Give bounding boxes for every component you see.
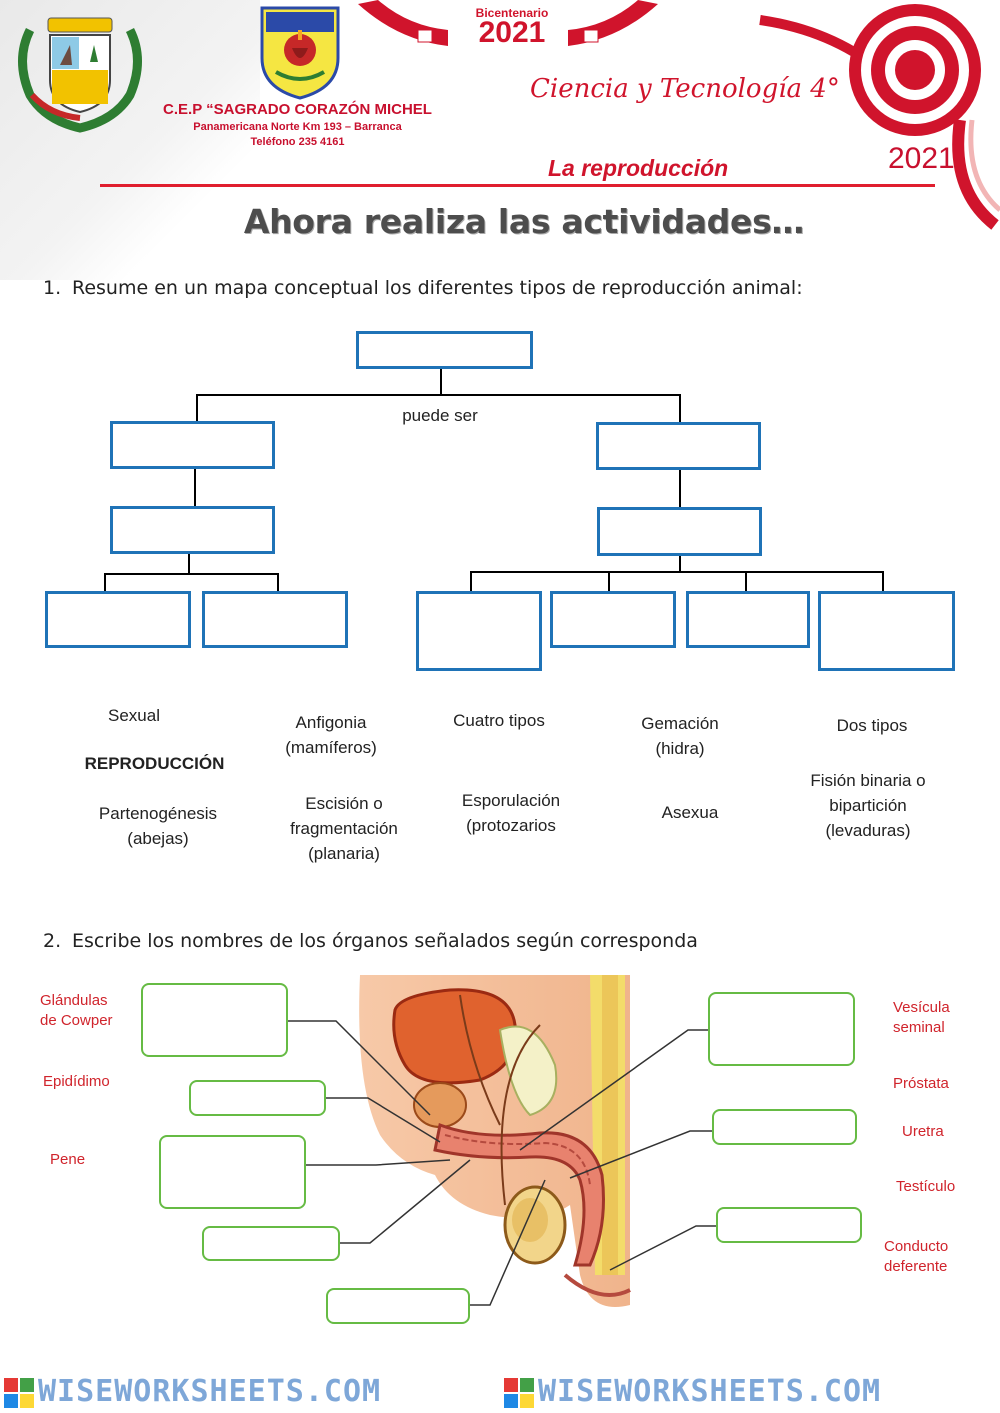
answer-box[interactable]	[141, 983, 288, 1057]
school-address: Panamericana Norte Km 193 – Barranca	[193, 121, 402, 133]
map-box-right-level1[interactable]	[596, 422, 761, 470]
word-bank-item: Anfigonia (mamíferos)	[285, 713, 377, 757]
question-2-text: Escribe los nombres de los órganos señal…	[72, 930, 698, 952]
word-bank-item: Cuatro tipos	[453, 711, 545, 730]
map-box-right-leaf-1[interactable]	[416, 591, 542, 671]
map-box-left-level1[interactable]	[110, 421, 275, 469]
map-line	[470, 571, 472, 591]
word-bank-item: Esporulación (protozarios	[461, 791, 561, 835]
word-bank-item: Partenogénesis (abejas)	[98, 804, 218, 848]
map-line	[608, 571, 610, 591]
word-bank-item: Asexua	[661, 803, 719, 822]
map-box-left-leaf-1[interactable]	[45, 591, 191, 648]
coat-of-arms-icon	[18, 17, 142, 133]
map-box-right-level2[interactable]	[597, 507, 762, 556]
year-label: 2021	[888, 142, 955, 175]
map-box-right-leaf-2[interactable]	[550, 591, 676, 648]
answer-box[interactable]	[712, 1109, 857, 1145]
leader-lines	[288, 1020, 716, 1306]
word-bank-item: Fisión binaria o bipartición (levaduras)	[810, 771, 926, 840]
map-line	[194, 468, 196, 506]
word-bank-item: Escisión o fragmentación (planaria)	[290, 794, 398, 863]
male-reproductive-system-illustration	[359, 975, 631, 1307]
map-line	[188, 553, 190, 573]
footer-watermark: WISEWORKSHEETS.COM WISEWORKSHEETS.COM	[0, 1372, 1000, 1413]
answer-box[interactable]	[708, 992, 855, 1066]
map-line	[104, 573, 106, 592]
organ-label: Uretra	[902, 1123, 944, 1140]
organ-label: Epidídimo	[43, 1073, 110, 1090]
word-bank-item: Gemación (hidra)	[641, 714, 719, 758]
watermark-text: WISEWORKSHEETS.COM	[538, 1374, 882, 1409]
map-box-right-leaf-3[interactable]	[686, 591, 810, 648]
school-name: C.E.P “SAGRADO CORAZÓN MICHEL	[163, 101, 432, 118]
wiseworksheets-logo-icon	[504, 1378, 534, 1408]
school-phone: Teléfono 235 4161	[250, 136, 345, 148]
question-1-number: 1.	[43, 277, 62, 299]
map-connector-label: puede ser	[402, 406, 478, 425]
map-box-right-leaf-4[interactable]	[818, 591, 955, 671]
organ-label: Próstata	[893, 1075, 949, 1092]
school-emblem-icon	[260, 6, 340, 100]
map-line	[277, 573, 279, 592]
bicentenario-label: Bicentenario	[475, 6, 549, 20]
header-shading	[0, 0, 260, 280]
answer-box[interactable]	[716, 1207, 862, 1243]
map-line	[745, 571, 747, 591]
organ-label: Testículo	[896, 1178, 956, 1195]
watermark-text: WISEWORKSHEETS.COM	[38, 1374, 382, 1409]
organ-label: Conducto deferente	[884, 1238, 949, 1275]
word-bank-item: Sexual	[108, 706, 160, 725]
subject-title: Ciencia y Tecnología 4°	[530, 74, 840, 104]
map-box-left-level2[interactable]	[110, 506, 275, 554]
map-line	[679, 394, 681, 422]
header-divider	[100, 184, 935, 187]
answer-box[interactable]	[326, 1288, 470, 1324]
page-title: Ahora realiza las actividades…	[243, 202, 805, 241]
question-1-text: Resume en un mapa conceptual los diferen…	[72, 277, 803, 299]
map-line	[104, 573, 279, 575]
question-2-number: 2.	[43, 930, 62, 952]
map-line	[196, 394, 681, 396]
map-line	[440, 368, 442, 395]
organ-label: Glándulas de Cowper	[40, 992, 113, 1029]
bicentenario-year: 2021	[478, 16, 546, 49]
word-bank-item: Dos tipos	[836, 716, 908, 735]
topic-title: La reproducción	[548, 155, 729, 181]
organ-label: Vesícula seminal	[893, 999, 950, 1036]
peru-rosette-icon	[759, 4, 1000, 230]
answer-box[interactable]	[159, 1135, 306, 1209]
organ-label: Pene	[50, 1151, 86, 1168]
answer-box[interactable]	[202, 1226, 340, 1261]
wiseworksheets-logo-icon	[4, 1378, 34, 1408]
map-line	[882, 571, 884, 591]
map-line	[679, 469, 681, 507]
word-bank-item: REPRODUCCIÓN	[84, 754, 225, 773]
map-line	[679, 555, 681, 571]
map-line	[196, 394, 198, 422]
bicentenario-ribbon-icon	[358, 0, 658, 46]
map-box-left-leaf-2[interactable]	[202, 591, 348, 648]
answer-box[interactable]	[189, 1080, 326, 1116]
map-box-root[interactable]	[356, 331, 533, 369]
map-line	[470, 571, 884, 573]
